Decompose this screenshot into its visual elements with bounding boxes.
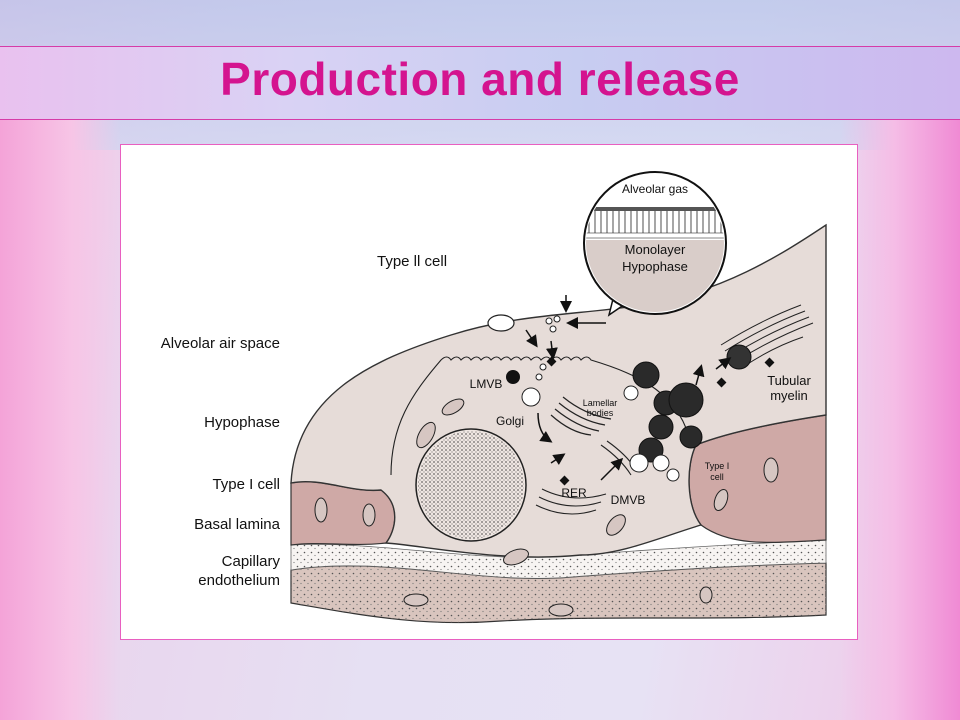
background-right	[840, 120, 960, 720]
label-monolayer: Monolayer	[624, 242, 686, 257]
label-hypophase: Hypophase	[204, 414, 280, 431]
pathway-arrows	[525, 295, 732, 481]
diagram-panel: Type ll cell Alveolar air space Hypophas…	[120, 144, 858, 640]
label-tubular-line1: Tubular	[767, 373, 811, 388]
label-type1-small-line1: Type I	[704, 461, 730, 471]
lamellar-bodies	[632, 361, 704, 463]
label-type1-small-line2: cell	[710, 472, 724, 482]
label-tubular-line2: myelin	[770, 388, 808, 403]
background-left	[0, 120, 120, 720]
label-basal-lamina: Basal lamina	[194, 516, 280, 533]
label-hypophase-inset: Hypophase	[622, 259, 688, 274]
mitochondria	[314, 398, 779, 617]
label-capillary-line1: Capillary	[221, 553, 280, 570]
slide-title: Production and release	[220, 53, 740, 105]
golgi-stack	[550, 396, 612, 436]
vesicles	[521, 315, 680, 482]
label-lamellar-line2: bodies	[586, 408, 614, 418]
label-lamellar-line1: Lamellar	[582, 398, 618, 408]
label-type1-cell: Type I cell	[212, 476, 280, 493]
type1-cell-left	[290, 481, 396, 546]
apical-membrane	[390, 356, 692, 476]
cell-diagram	[290, 171, 827, 624]
rer-stack	[535, 440, 638, 515]
label-alveolar-air-space: Alveolar air space	[160, 335, 280, 352]
label-rer: RER	[561, 486, 587, 500]
label-alveolar-gas: Alveolar gas	[621, 182, 689, 196]
label-lmvb: LMVB	[469, 377, 503, 391]
vacuole	[487, 314, 515, 332]
label-capillary-line2: endothelium	[198, 572, 280, 589]
label-golgi: Golgi	[495, 414, 524, 428]
label-type2-cell: Type ll cell	[377, 253, 448, 270]
lmvb-dot	[506, 370, 520, 384]
tubular-myelin-body	[726, 344, 752, 370]
label-dmvb: DMVB	[610, 493, 646, 507]
title-band	[0, 46, 960, 120]
